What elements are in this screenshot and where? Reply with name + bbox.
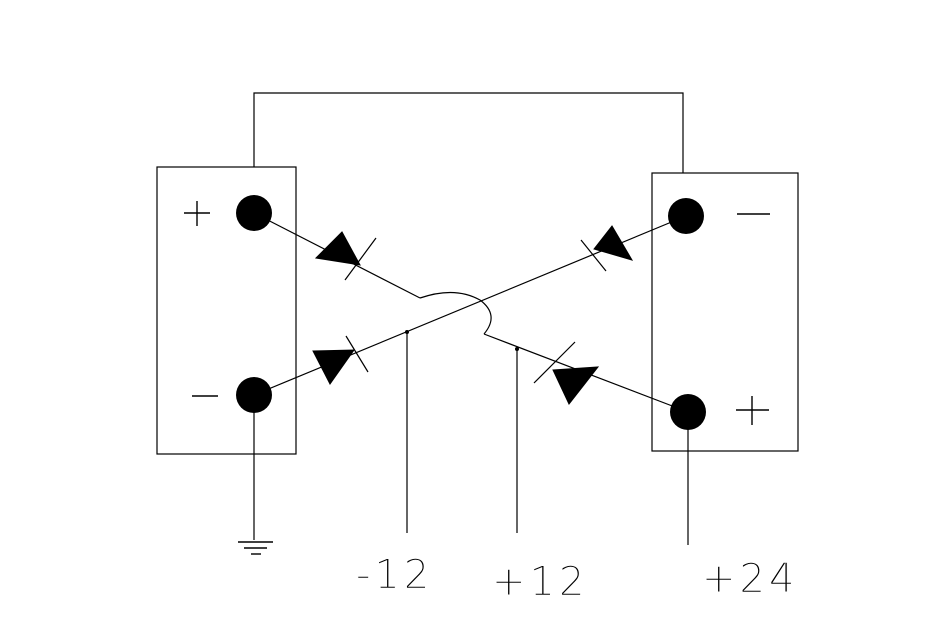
left-battery (156, 166, 297, 455)
ground-symbol-icon (238, 395, 273, 555)
diode-upper-left-bar (344, 237, 377, 281)
diode-lower-right-bar (533, 341, 576, 384)
diode-upper-right (580, 225, 634, 272)
diode-lower-left-bar (345, 335, 369, 373)
diode-upper-right-bar (580, 239, 607, 272)
diode-lower-left-triangle (312, 349, 355, 385)
diode-lower-right-triangle (552, 366, 600, 405)
output-label-neg12: -12 (356, 552, 433, 598)
right-battery (651, 172, 799, 452)
diode-upper-right-triangle (593, 225, 634, 261)
output-label-pos12: +12 (492, 559, 588, 605)
left-battery-plus-sign (184, 201, 210, 226)
cross-wiring (253, 212, 689, 413)
top-link-wire (253, 92, 684, 215)
output-label-pos24: +24 (702, 556, 798, 602)
diode-upper-left-triangle (314, 231, 361, 266)
diode-lower-left (312, 335, 369, 385)
left-battery-box (156, 166, 297, 455)
wire-crossover-hop (419, 291, 492, 335)
right-battery-plus-sign (736, 396, 769, 425)
diode-lower-right (533, 341, 600, 405)
diode-upper-left (314, 231, 377, 281)
